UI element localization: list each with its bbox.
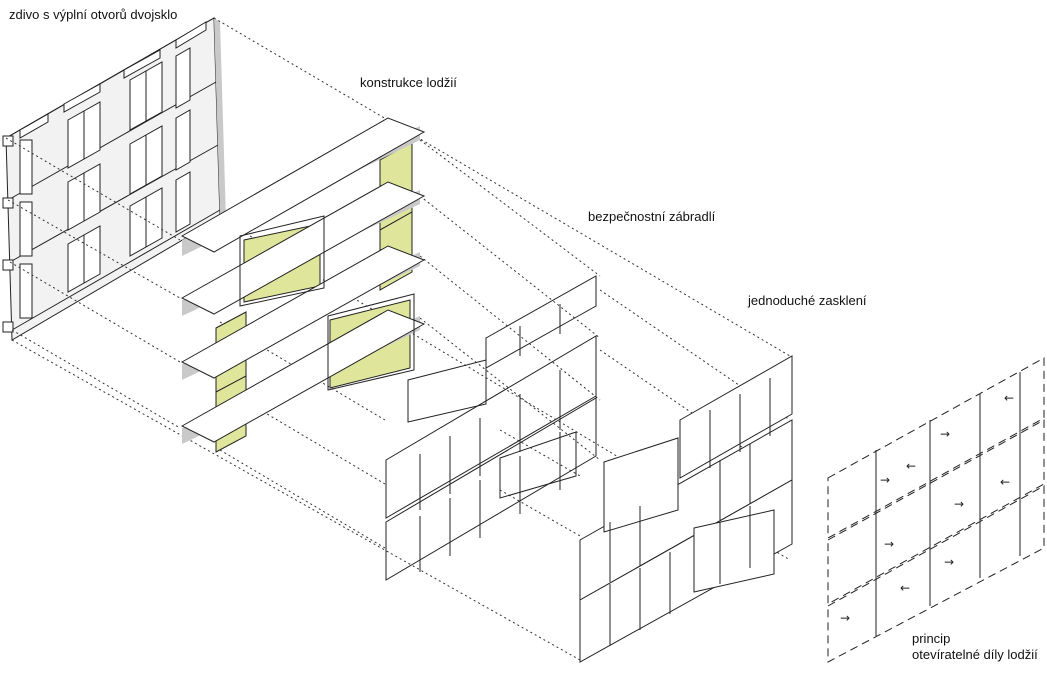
wall-windows	[19, 47, 191, 319]
svg-text:→: →	[944, 555, 954, 569]
loggia-structure	[180, 117, 426, 453]
svg-text:→: →	[940, 427, 950, 441]
label-glazing: jednoduché zasklení	[748, 293, 867, 308]
svg-text:→: →	[880, 473, 890, 487]
opening-principle-layer: → ← → ← → → ← → ← →	[827, 357, 1045, 663]
svg-text:←: ←	[906, 459, 916, 473]
label-openable-parts: otevíratelné díly lodžií	[912, 647, 1038, 662]
svg-text:→: →	[884, 537, 894, 551]
glazing-layer	[579, 355, 793, 663]
label-principle: princip	[912, 631, 951, 646]
svg-text:→: →	[954, 497, 964, 511]
svg-text:←: ←	[1000, 475, 1010, 489]
svg-text:←: ←	[900, 581, 910, 595]
svg-text:→: →	[840, 611, 850, 625]
label-railing: bezpečnostní zábradlí	[588, 209, 716, 224]
label-loggia-structure: konstrukce lodžií	[360, 75, 457, 90]
wall-layer	[2, 17, 226, 341]
railing-layer	[385, 275, 597, 581]
svg-text:←: ←	[1004, 391, 1014, 405]
label-wall: zdivo s výplní otvorů dvojsklo	[9, 7, 178, 22]
